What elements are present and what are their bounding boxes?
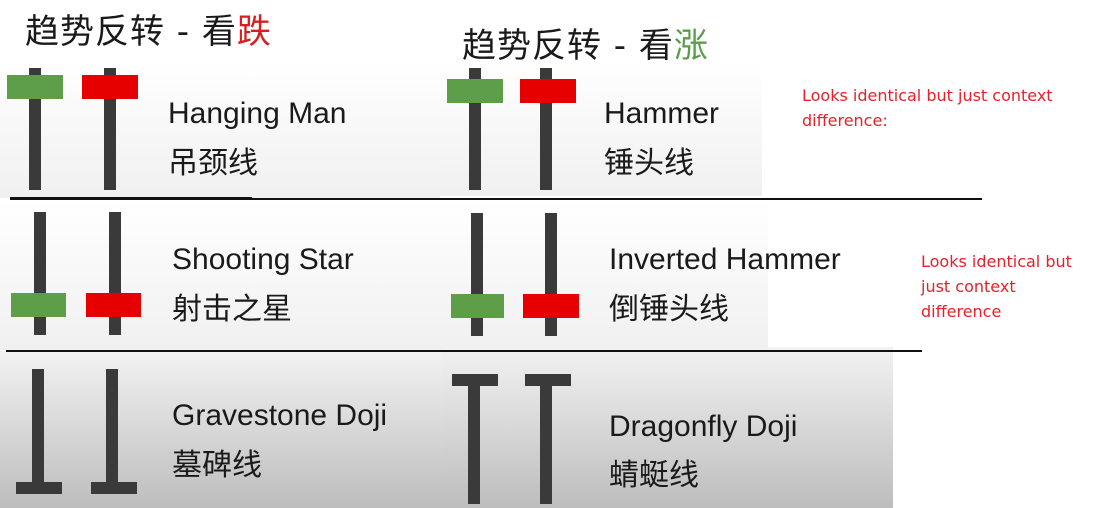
row2-context-note: Looks identical but just context differe… (921, 252, 1072, 321)
gravestone-doji-label-zh: 墓碑线 (172, 448, 262, 483)
inverted-hammer-label-zh: 倒锤头线 (609, 292, 729, 327)
row1-separator-extension (252, 198, 982, 200)
hammer-label-zh: 锤头线 (604, 146, 694, 181)
inverted-hammer-label: Inverted Hammer (609, 243, 841, 276)
gravestone-doji-label: Gravestone Doji (172, 399, 388, 432)
inverted-hammer-panel (443, 200, 768, 350)
row1-context-note: Looks identical but just context differe… (802, 86, 1053, 130)
hammer-label: Hammer (604, 97, 720, 130)
bearish-heading-accent: 跌 (236, 12, 272, 52)
row1-separator (10, 197, 252, 200)
shooting-star-label: Shooting Star (172, 243, 354, 276)
dragonfly-doji-label: Dragonfly Doji (609, 410, 798, 443)
hanging-man-panel (0, 60, 440, 198)
bearish-heading-prefix: 趋势反转 - 看 (25, 12, 237, 52)
bullish-heading-prefix: 趋势反转 - 看 (462, 26, 674, 66)
shooting-star-label-zh: 射击之星 (172, 292, 292, 327)
bullish-heading: 趋势反转 - 看涨 (462, 18, 709, 67)
bullish-heading-accent: 涨 (673, 26, 709, 66)
hanging-man-label: Hanging Man (168, 97, 347, 130)
row2-separator (6, 350, 922, 352)
hanging-man-label-zh: 吊颈线 (168, 146, 258, 181)
shooting-star-panel (0, 200, 443, 350)
dragonfly-doji-panel (443, 347, 893, 508)
bearish-heading: 趋势反转 - 看跌 (25, 4, 272, 53)
gravestone-doji-panel (0, 351, 443, 508)
dragonfly-doji-label-zh: 蜻蜓线 (609, 458, 699, 493)
